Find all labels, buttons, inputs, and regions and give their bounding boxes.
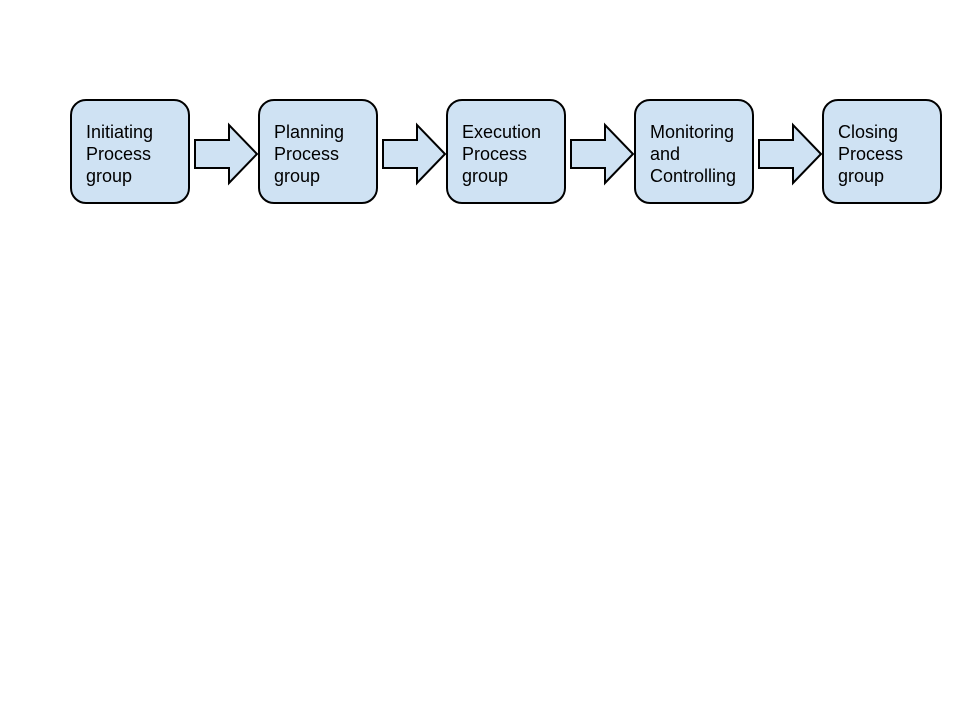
node-label: Closing Process group — [838, 122, 904, 186]
node-closing-process-group: Closing Process group — [822, 99, 942, 204]
node-label: Initiating Process group — [86, 122, 154, 186]
flow-arrow-initiating-to-planning — [194, 122, 259, 186]
flow-arrow-execution-to-monitoring — [570, 122, 635, 186]
node-label: Monitoring and Controlling — [650, 122, 737, 186]
flow-arrow-planning-to-execution — [382, 122, 447, 186]
node-planning-process-group: Planning Process group — [258, 99, 378, 204]
node-label: Execution Process group — [462, 122, 542, 186]
node-execution-process-group: Execution Process group — [446, 99, 566, 204]
flow-arrow-monitoring-to-closing — [758, 122, 823, 186]
node-monitoring-and-controlling: Monitoring and Controlling — [634, 99, 754, 204]
node-initiating-process-group: Initiating Process group — [70, 99, 190, 204]
node-label: Planning Process group — [274, 122, 345, 186]
